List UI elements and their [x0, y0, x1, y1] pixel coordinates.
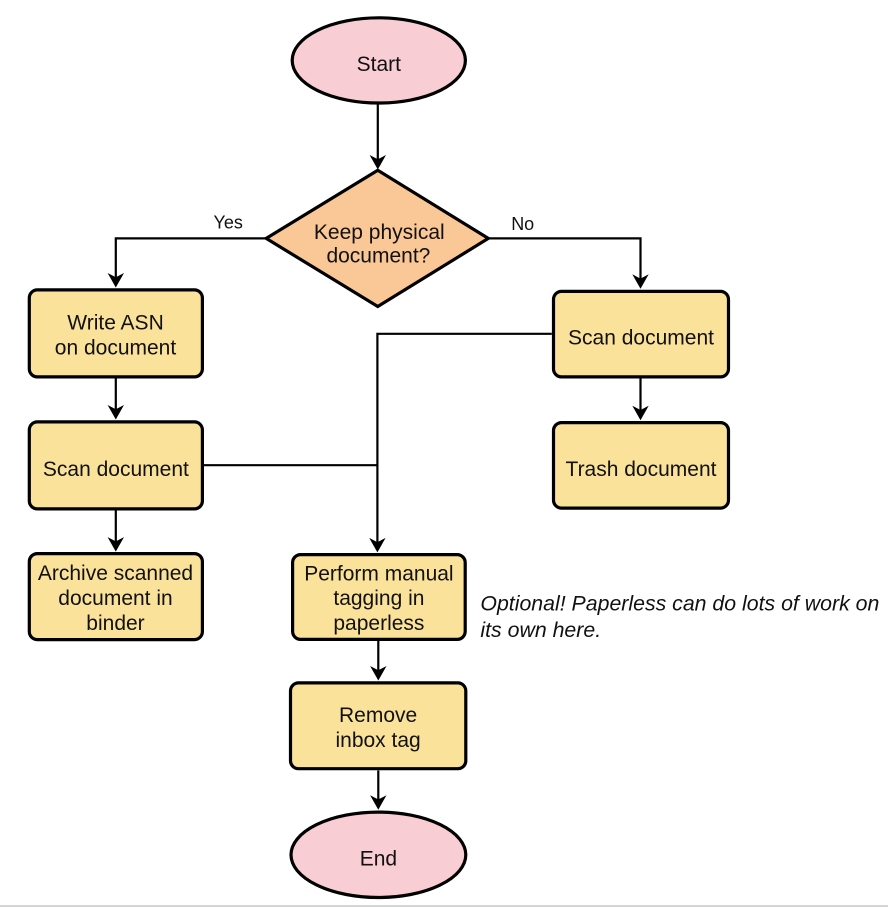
svg-text:paperless: paperless — [333, 612, 424, 635]
svg-text:its own here.: its own here. — [480, 618, 601, 642]
svg-text:Yes: Yes — [214, 212, 243, 232]
svg-text:Keep physical: Keep physical — [314, 221, 445, 244]
svg-text:End: End — [360, 847, 397, 870]
svg-text:Optional! Paperless can do lot: Optional! Paperless can do lots of work … — [480, 592, 879, 616]
svg-text:document?: document? — [326, 245, 430, 268]
svg-text:Trash document: Trash document — [566, 458, 717, 481]
svg-text:Start: Start — [357, 53, 402, 76]
svg-text:Remove: Remove — [339, 704, 417, 727]
svg-text:Write ASN: Write ASN — [67, 311, 163, 334]
svg-text:tagging in: tagging in — [333, 587, 424, 610]
svg-text:inbox tag: inbox tag — [335, 729, 420, 752]
svg-text:binder: binder — [86, 612, 144, 635]
svg-text:No: No — [511, 214, 534, 234]
svg-text:Archive scanned: Archive scanned — [38, 562, 193, 585]
svg-text:document in: document in — [58, 587, 172, 610]
svg-text:Scan document: Scan document — [568, 327, 714, 350]
svg-text:Perform manual: Perform manual — [304, 562, 453, 585]
svg-text:on document: on document — [55, 337, 177, 360]
svg-text:Scan document: Scan document — [43, 458, 189, 481]
